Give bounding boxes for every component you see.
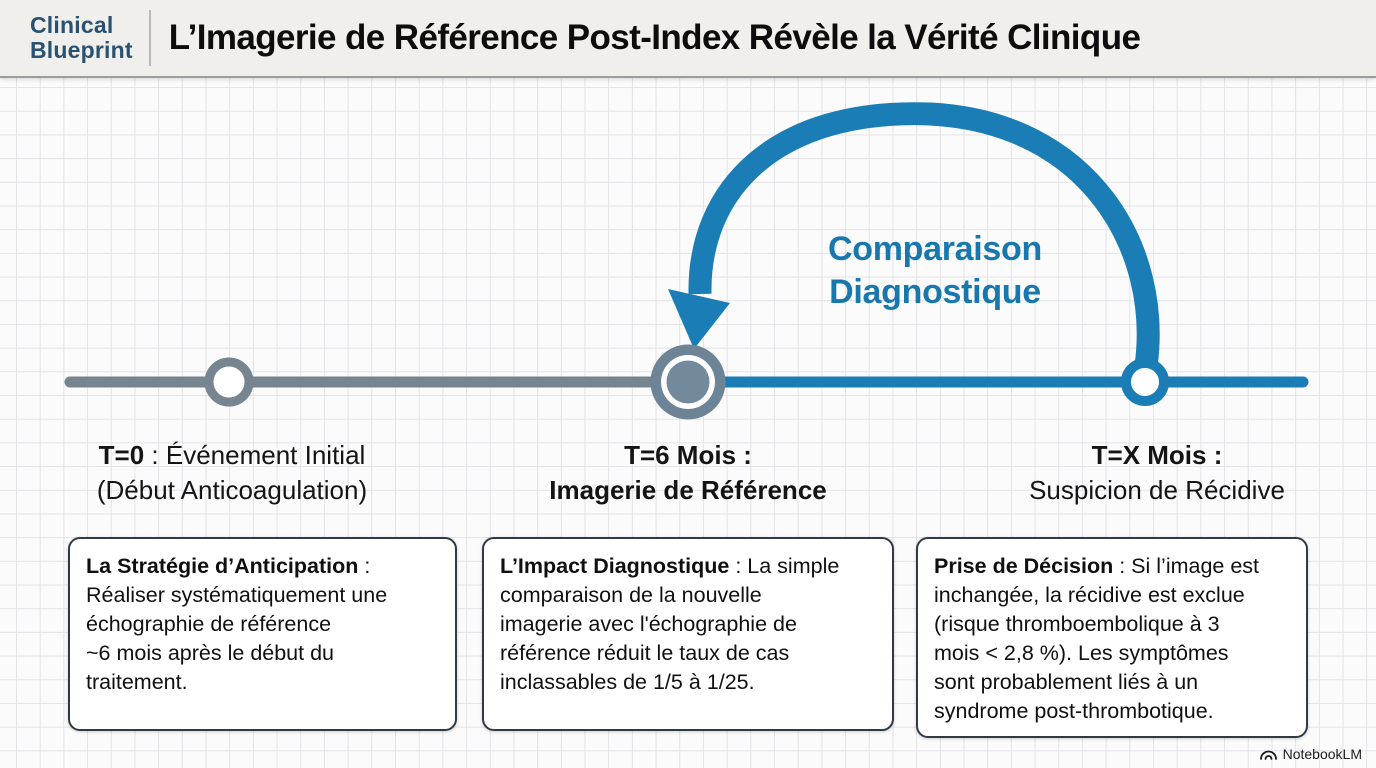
info-box-decision-body: : Si l’image est inchangée, la récidive … bbox=[934, 554, 1260, 723]
info-box-strategie-title: La Stratégie d’Anticipation bbox=[86, 554, 359, 578]
node-t6-core bbox=[666, 360, 710, 404]
arc-arrowhead-icon bbox=[668, 289, 730, 349]
milestone-t6-line1: T=6 Mois : bbox=[478, 438, 898, 473]
milestone-label-t6: T=6 Mois : Imagerie de Référence bbox=[478, 438, 898, 508]
milestone-label-tx: T=X Mois : Suspicion de Récidive bbox=[947, 438, 1367, 508]
header-divider bbox=[148, 10, 151, 66]
notebooklm-icon bbox=[1259, 750, 1277, 760]
info-box-impact-body: : La simple comparaison de la nouvelle i… bbox=[500, 554, 840, 694]
page-title: L’Imagerie de Référence Post-Index Révèl… bbox=[168, 18, 1141, 57]
milestone-t0-line2: (Début Anticoagulation) bbox=[96, 475, 368, 505]
info-box-strategie: La Stratégie d’Anticipation : Réaliser s… bbox=[68, 537, 457, 731]
info-box-decision: Prise de Décision : Si l’image est incha… bbox=[916, 537, 1308, 738]
milestone-label-t0: T=0 : Événement Initial (Début Anticoagu… bbox=[22, 438, 442, 508]
header-bar: Clinical Blueprint L’Imagerie de Référen… bbox=[0, 0, 1376, 78]
notebooklm-label: NotebookLM bbox=[1282, 746, 1362, 762]
arc-label: Comparaison Diagnostique bbox=[828, 230, 1042, 311]
info-box-decision-title: Prise de Décision bbox=[934, 554, 1114, 578]
node-t0 bbox=[204, 357, 254, 407]
milestone-t0-line1: T=0 : Événement Initial bbox=[22, 438, 442, 473]
milestone-t0-time: T=0 bbox=[98, 440, 145, 470]
milestone-tx-time: T=X Mois : bbox=[1091, 440, 1223, 470]
node-tx bbox=[1121, 358, 1169, 406]
milestone-t0-desc: : Événement Initial bbox=[144, 440, 366, 470]
milestone-tx-line1: T=X Mois : bbox=[947, 438, 1367, 473]
milestone-t6-time: T=6 Mois : bbox=[624, 440, 752, 470]
logo-line2: Blueprint bbox=[30, 37, 133, 63]
comparison-arc bbox=[688, 102, 1160, 368]
clinical-blueprint-logo: Clinical Blueprint bbox=[30, 13, 133, 63]
notebooklm-badge: NotebookLM bbox=[1259, 746, 1362, 762]
info-box-impact: L’Impact Diagnostique : La simple compar… bbox=[482, 537, 894, 731]
milestone-tx-line2: Suspicion de Récidive bbox=[1029, 475, 1285, 505]
milestone-t6-line2: Imagerie de Référence bbox=[549, 475, 827, 505]
info-box-impact-title: L’Impact Diagnostique bbox=[500, 554, 730, 578]
logo-line1: Clinical bbox=[30, 12, 114, 38]
info-box-strategie-body: : Réaliser systématiquement une échograp… bbox=[86, 554, 388, 694]
